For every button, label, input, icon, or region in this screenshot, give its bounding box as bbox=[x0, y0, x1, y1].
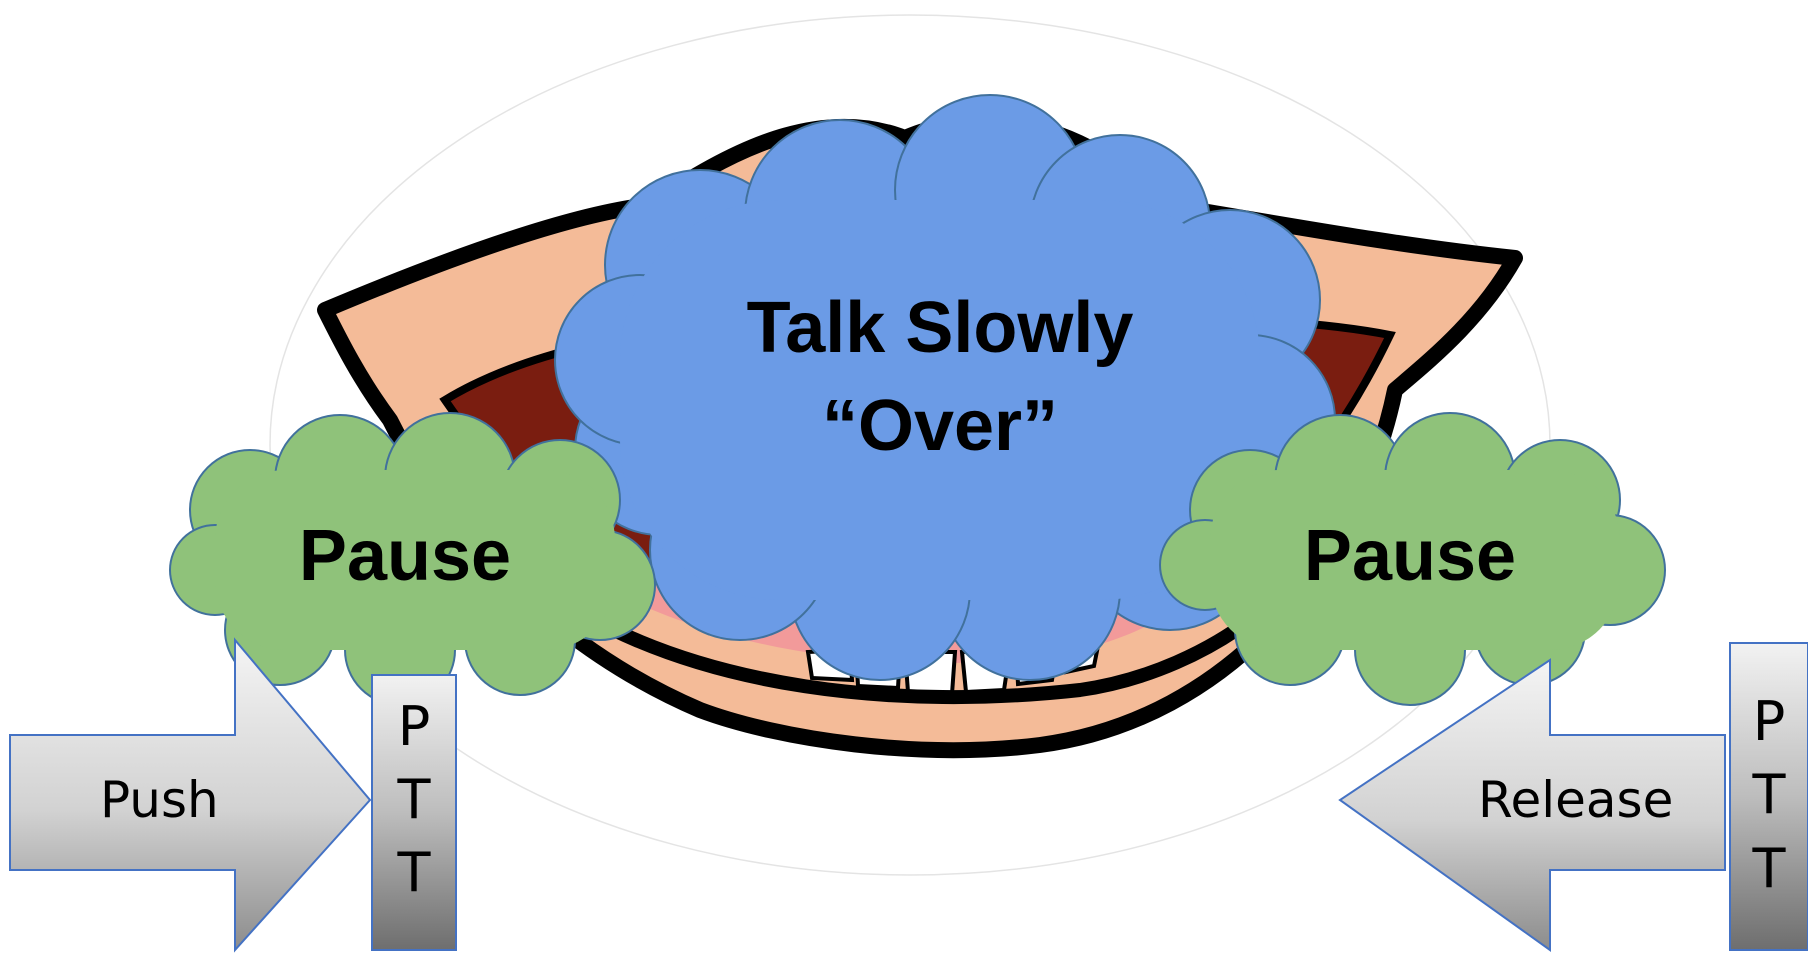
center-cloud-line2: “Over” bbox=[821, 386, 1059, 466]
left-ptt-letter-1: P bbox=[397, 695, 431, 758]
left-ptt-bar bbox=[371, 674, 457, 951]
left-pause-cloud bbox=[169, 412, 656, 706]
right-ptt-letter-3: T bbox=[1752, 837, 1786, 900]
release-label: Release bbox=[1478, 771, 1674, 829]
left-pause-label: Pause bbox=[298, 516, 512, 596]
arrow-right-icon bbox=[9, 637, 372, 953]
arrow-left-icon bbox=[1338, 658, 1726, 952]
right-ptt-letter-2: T bbox=[1752, 763, 1786, 826]
right-pause-cloud bbox=[1159, 412, 1666, 706]
push-label: Push bbox=[100, 771, 219, 829]
right-ptt-letter-1: P bbox=[1752, 690, 1786, 753]
right-pause-label: Pause bbox=[1303, 516, 1517, 596]
left-ptt-letter-2: T bbox=[397, 768, 431, 831]
left-ptt-letter-3: T bbox=[397, 841, 431, 904]
center-cloud-line1: Talk Slowly bbox=[746, 288, 1134, 368]
right-ptt-bar bbox=[1729, 642, 1808, 951]
